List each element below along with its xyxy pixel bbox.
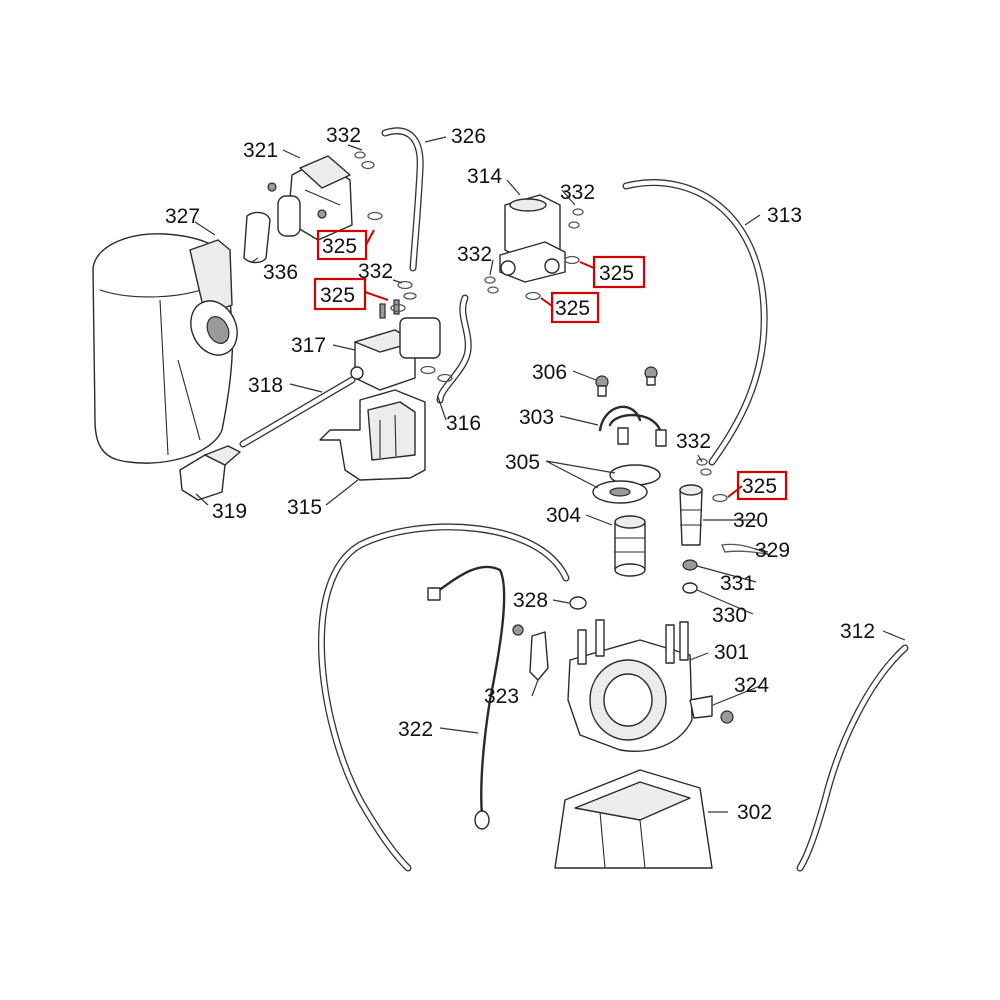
bracket-315-icon xyxy=(319,389,426,481)
label-319: 319 xyxy=(212,500,247,523)
label-324: 324 xyxy=(734,674,769,697)
o-ring-331-icon xyxy=(682,559,698,571)
bracket-323-icon xyxy=(512,624,549,681)
label-306: 306 xyxy=(532,361,567,384)
label-304: 304 xyxy=(546,504,581,527)
label-332: 332 xyxy=(457,243,492,266)
label-316: 316 xyxy=(446,412,481,435)
label-325: 325 xyxy=(322,235,357,258)
label-312: 312 xyxy=(840,620,875,643)
label-330: 330 xyxy=(712,604,747,627)
label-332: 332 xyxy=(358,260,393,283)
hose-318-icon xyxy=(239,376,356,448)
drip-base-302-icon xyxy=(554,769,713,869)
clip-ring-icons xyxy=(354,151,728,503)
label-318: 318 xyxy=(248,374,283,397)
label-317: 317 xyxy=(291,334,326,357)
connector-319-icon xyxy=(179,445,241,501)
label-332: 332 xyxy=(676,430,711,453)
label-301: 301 xyxy=(714,641,749,664)
hose-326-icon xyxy=(381,127,424,272)
label-320: 320 xyxy=(733,509,768,532)
solenoid-valve-314-icon xyxy=(499,194,566,283)
bracket-324-icon xyxy=(689,695,734,724)
hose-313-icon xyxy=(622,179,768,466)
label-327: 327 xyxy=(165,205,200,228)
screw-306-icon xyxy=(595,366,658,397)
label-336: 336 xyxy=(263,261,298,284)
part-number-labels: 321 332 326 327 336 332 317 318 319 315 … xyxy=(165,124,875,824)
label-321: 321 xyxy=(243,139,278,162)
water-tank-icon xyxy=(92,233,238,464)
sleeve-336-icon xyxy=(243,211,271,264)
sensor-cable-303-icon xyxy=(598,405,667,447)
label-331: 331 xyxy=(720,572,755,595)
highlight-325-b: 325 xyxy=(313,277,389,311)
clip-329-icon xyxy=(721,543,771,556)
nut-330-icon xyxy=(682,582,698,594)
label-329: 329 xyxy=(755,539,790,562)
sensor-cable-322-icon xyxy=(427,565,506,830)
label-323: 323 xyxy=(484,685,519,708)
label-303: 303 xyxy=(519,406,554,429)
highlighted-325-labels: 325 325 325 325 325 xyxy=(313,229,788,501)
label-332: 332 xyxy=(326,124,361,147)
highlight-325-d: 325 xyxy=(540,291,600,324)
label-332: 332 xyxy=(560,181,595,204)
label-313: 313 xyxy=(767,204,802,227)
label-314: 314 xyxy=(467,165,502,188)
label-322: 322 xyxy=(398,718,433,741)
highlight-325-a: 325 xyxy=(316,229,375,261)
label-315: 315 xyxy=(287,496,322,519)
hose-316-icon xyxy=(436,294,472,404)
label-326: 326 xyxy=(451,125,486,148)
hose-large-icon xyxy=(317,523,570,872)
label-302: 302 xyxy=(737,801,772,824)
label-325: 325 xyxy=(555,297,590,320)
label-325: 325 xyxy=(320,284,355,307)
valve-321-icon xyxy=(267,155,353,241)
heater-fitting-304-icon xyxy=(614,515,646,577)
highlight-325-c: 325 xyxy=(579,255,646,289)
boiler-301-icon xyxy=(567,619,693,752)
clamp-328-icon xyxy=(569,596,587,610)
label-305: 305 xyxy=(505,451,540,474)
label-328: 328 xyxy=(513,589,548,612)
highlight-325-e: 325 xyxy=(727,470,788,501)
label-325: 325 xyxy=(742,475,777,498)
leader-lines xyxy=(194,136,906,813)
label-325: 325 xyxy=(599,262,634,285)
solenoid-valve-317-icon xyxy=(350,299,441,391)
hose-312-icon xyxy=(796,644,909,872)
gasket-305-icon xyxy=(592,464,661,504)
valve-320-icon xyxy=(679,484,703,546)
